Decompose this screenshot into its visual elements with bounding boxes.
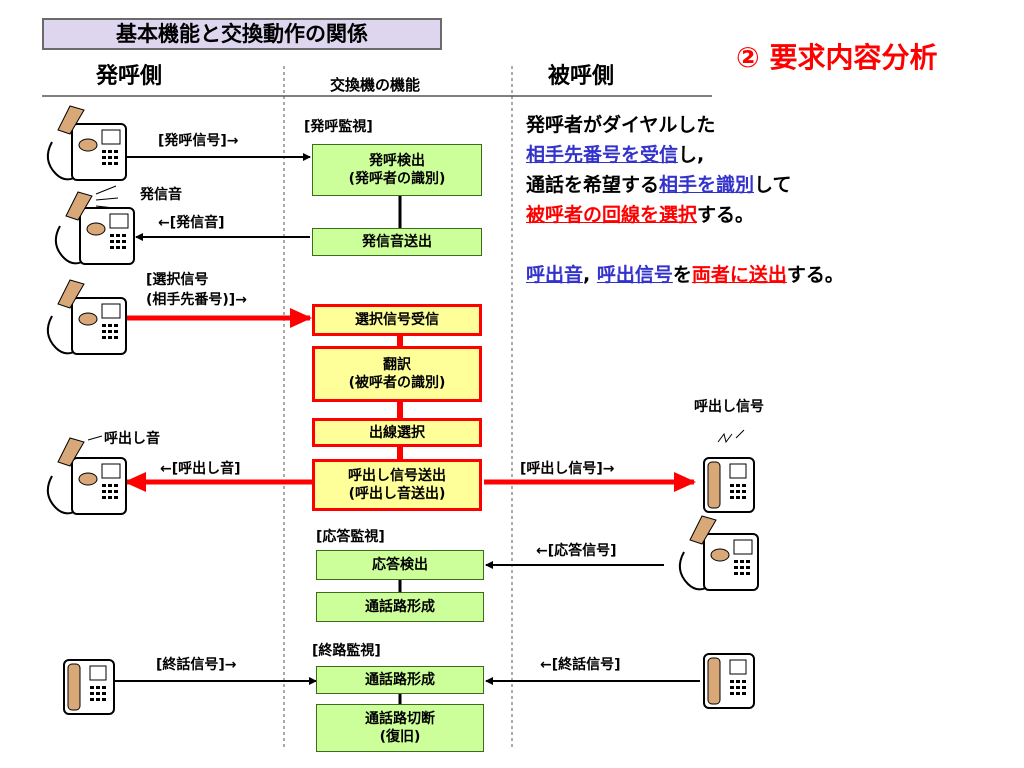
desc-l5d: を — [672, 264, 692, 286]
form-path-box: 通話路形成 — [316, 592, 484, 622]
call-monitor-label: [発呼監視] — [304, 119, 373, 135]
description-line-5: 呼出音, 呼出信号を両者に送出する。 — [526, 260, 844, 290]
description-line-1: 発呼者がダイヤルした — [526, 110, 844, 140]
detect-call-label: 発呼検出 — [369, 153, 425, 169]
desc-l2b: し, — [678, 144, 705, 166]
phone-onhook-right-icon — [703, 653, 755, 709]
desc-l2a: 相手先番号を受信 — [526, 144, 679, 166]
desc-l3b: 相手を識別 — [659, 174, 755, 196]
caller-side-heading: 発呼側 — [96, 64, 163, 89]
desc-l5b: , — [583, 264, 591, 286]
end-signal-left-label: [終話信号]→ — [156, 657, 237, 673]
desc-l4a: 被呼者の回線を選択 — [526, 204, 698, 226]
desc-l3c: して — [754, 174, 792, 196]
answer-monitor-label: [応答監視] — [316, 529, 385, 545]
selection-signal-line1: [選択信号 — [146, 272, 209, 288]
exchange-heading: 交換機の機能 — [330, 76, 421, 94]
selection-signal-label: [選択信号 (相手先番号)]→ — [146, 270, 247, 310]
phone-offhook-icon — [46, 105, 127, 181]
phone-onhook-left-icon — [63, 659, 115, 715]
disconnect-label: 通話路切断 — [365, 711, 435, 727]
end-signal-right-label: ←[終話信号] — [540, 657, 621, 673]
select-line-box: 出線選択 — [312, 418, 482, 447]
desc-l4b: する。 — [697, 204, 755, 226]
phone-ringback-icon — [46, 435, 127, 515]
ringback-signal-label: ←[呼出し音] — [160, 461, 241, 477]
description-spacer — [526, 230, 844, 260]
answer-signal-label: ←[応答信号] — [536, 543, 617, 559]
ring-signal-label: [呼出し信号]→ — [520, 461, 615, 477]
dial-tone-signal-label: ←[発信音] — [158, 215, 225, 231]
send-dial-tone-box: 発信音送出 — [312, 228, 482, 256]
description-line-2: 相手先番号を受信し, — [526, 140, 844, 170]
detect-call-box: 発呼検出 (発呼者の識別) — [312, 144, 482, 196]
description-line-4: 被呼者の回線を選択する。 — [526, 200, 844, 230]
dial-tone-label: 発信音 — [140, 187, 182, 203]
call-signal-label: [発呼信号]→ — [158, 133, 239, 149]
disconnect-sublabel: (復旧) — [379, 729, 421, 745]
desc-l5c: 呼出信号 — [596, 264, 673, 286]
send-ring-box: 呼出し信号送出 (呼出し音送出) — [312, 459, 482, 511]
desc-l3a: 通話を希望する — [526, 174, 660, 196]
phone-dialtone-icon — [54, 185, 135, 265]
desc-l5a: 呼出音 — [526, 264, 584, 286]
disconnect-box: 通話路切断 (復旧) — [316, 704, 484, 752]
desc-l1: 発呼者がダイヤルした — [526, 114, 716, 136]
desc-l5f: する。 — [786, 264, 844, 286]
translate-box: 翻訳 (被呼者の識別) — [312, 346, 482, 402]
detect-call-sublabel: (発呼者の識別) — [348, 171, 446, 187]
translate-label: 翻訳 — [383, 357, 411, 373]
form-path-box-2: 通話路形成 — [316, 666, 484, 694]
description-line-3: 通話を希望する相手を識別して — [526, 170, 844, 200]
desc-l5e: 両者に送出 — [691, 264, 787, 286]
send-ring-sublabel: (呼出し音送出) — [348, 486, 446, 502]
phone-ringing-icon — [703, 429, 755, 513]
description-text: 発呼者がダイヤルした 相手先番号を受信し, 通話を希望する相手を識別して 被呼者… — [526, 110, 844, 290]
section-title: ② 要求内容分析 — [736, 41, 938, 74]
phone-selection-icon — [46, 279, 127, 355]
diagram-title: 基本機能と交換動作の関係 — [42, 18, 442, 50]
ringback-label: 呼出し音 — [104, 431, 160, 447]
receive-selection-box: 選択信号受信 — [312, 304, 482, 336]
send-ring-label: 呼出し信号送出 — [348, 468, 446, 484]
translate-sublabel: (被呼者の識別) — [348, 375, 446, 391]
detect-answer-box: 応答検出 — [316, 550, 484, 580]
selection-signal-line2: (相手先番号)]→ — [146, 292, 247, 308]
termination-monitor-label: [終路監視] — [312, 643, 381, 659]
phone-answer-icon — [678, 515, 759, 591]
callee-side-heading: 被呼側 — [548, 64, 615, 89]
ring-label: 呼出し信号 — [694, 399, 764, 415]
